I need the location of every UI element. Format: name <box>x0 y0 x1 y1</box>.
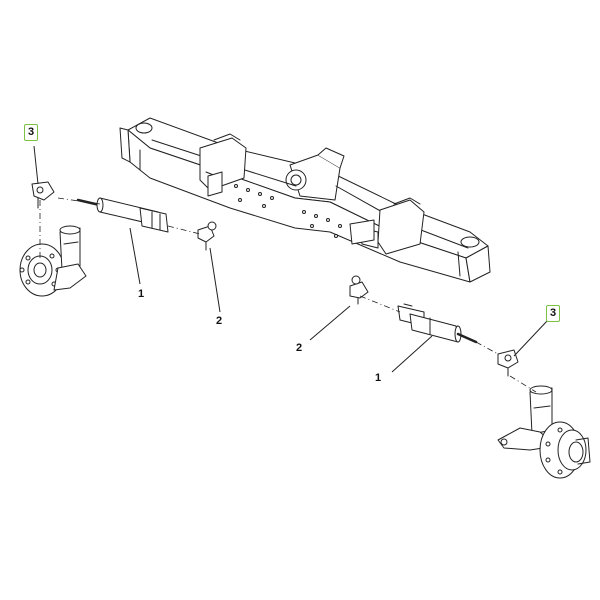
right-wheel-hub <box>497 385 591 479</box>
ball-joint-left <box>197 221 217 251</box>
left-wheel-hub <box>19 225 87 297</box>
ball-joint-right <box>349 275 369 305</box>
callout-part-1-right: 1 <box>375 372 382 384</box>
alignment-lines <box>39 197 537 393</box>
callout-part-3-right: 3 <box>546 305 561 322</box>
tie-rod-end-right <box>497 349 519 377</box>
leader-lines <box>33 145 549 373</box>
steering-cylinder-left <box>76 197 169 233</box>
axle-beam <box>119 117 491 283</box>
callout-part-3-left: 3 <box>24 124 39 141</box>
callout-part-1-left: 1 <box>138 288 145 300</box>
callout-part-2-right: 2 <box>296 342 303 354</box>
callout-part-2-left: 2 <box>216 315 223 327</box>
steering-cylinder-right <box>397 303 478 344</box>
tie-rod-end-left <box>31 181 55 209</box>
